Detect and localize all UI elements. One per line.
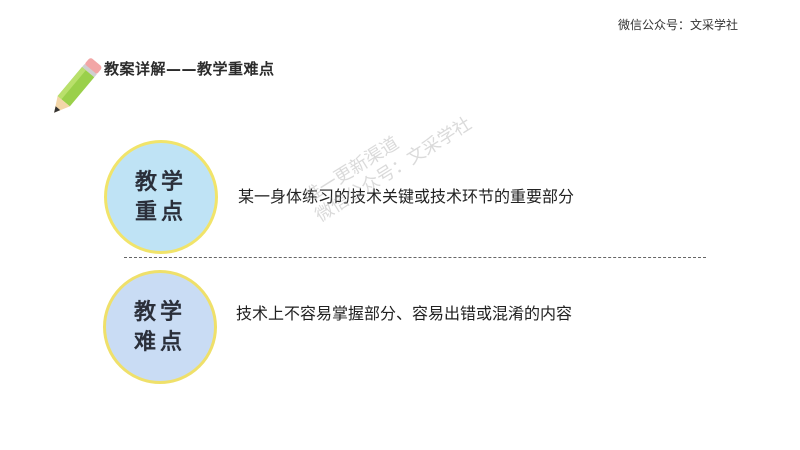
- key-point-badge: 教学 重点: [104, 140, 218, 254]
- badge-line: 重点: [134, 199, 187, 225]
- difficult-point-description: 技术上不容易掌握部分、容易出错或混淆的内容: [236, 304, 573, 323]
- dashed-divider: [124, 257, 706, 258]
- pencil-icon: [54, 58, 102, 113]
- badge-line: 教学: [134, 169, 187, 195]
- watermark: 唯一更新渠道 微信公众号：文采学社: [300, 95, 476, 228]
- key-point-description: 某一身体练习的技术关键或技术环节的重要部分: [238, 187, 575, 206]
- badge-line: 难点: [133, 329, 186, 355]
- section-title: 教案详解——教学重难点: [104, 60, 275, 78]
- badge-line: 教学: [133, 299, 186, 325]
- wechat-account-label: 微信公众号：文采学社: [617, 18, 738, 32]
- difficult-point-badge: 教学 难点: [103, 270, 217, 384]
